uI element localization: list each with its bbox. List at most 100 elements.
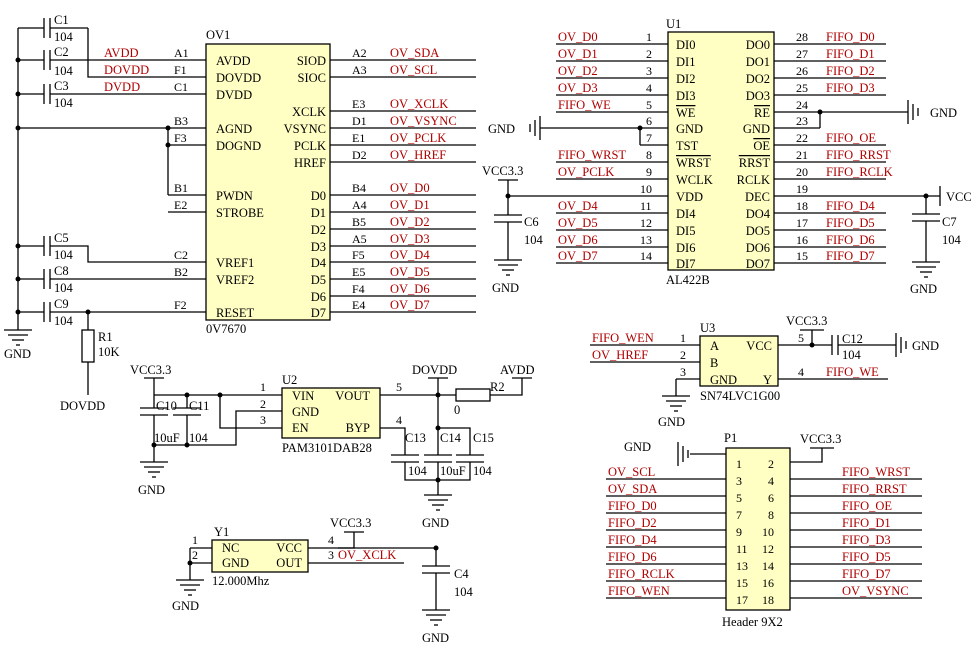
ov1-pin-num: A3 [352, 63, 367, 77]
u1-pin-name: RCLK [737, 173, 770, 187]
cap-value: 104 [54, 248, 74, 262]
gnd-label: GND [912, 339, 939, 353]
net-label: OV_D3 [558, 81, 598, 95]
u1-pin-name: DO3 [746, 89, 770, 103]
net-label: OV_D5 [390, 265, 430, 279]
u1-pin-num: 11 [640, 199, 652, 213]
cap-ref: C2 [54, 45, 69, 59]
u2-pin-num: 1 [260, 380, 266, 394]
y1-symbol: Y1 12.000Mhz NC GND VCC OUT 1 2 4 3 GND … [172, 516, 474, 645]
net-label: OV_HREF [592, 348, 648, 362]
u2-pin-num: 5 [396, 380, 402, 394]
u1-pin-name: RE [754, 106, 770, 120]
header-pin-num: 16 [762, 576, 774, 590]
u2-value: PAM3101DAB28 [282, 441, 372, 455]
u1-pin-name: DI2 [676, 72, 695, 86]
header-pin-num: 9 [736, 525, 742, 539]
cap-value: 104 [54, 30, 74, 44]
ov1-pin-num: F1 [174, 63, 187, 77]
net-label: FIFO_D2 [826, 64, 875, 78]
net-label: FIFO_OE [842, 499, 892, 513]
ov1-pin-num: D1 [352, 114, 367, 128]
y1-pin-name: GND [222, 556, 249, 570]
net-label: OV_D3 [390, 232, 430, 246]
gnd-label: GND [910, 282, 937, 296]
net-label: FIFO_D0 [608, 499, 657, 513]
net-label: FIFO_D3 [842, 533, 891, 547]
vcc-label: VCC3.3 [482, 164, 523, 178]
net-label: FIFO_D1 [842, 516, 891, 530]
u1-pin-name: DO4 [746, 207, 771, 221]
ov1-pin-name: STROBE [216, 206, 264, 220]
ov1-pin-num: B1 [174, 181, 188, 195]
net-label: OV_HREF [390, 148, 446, 162]
net-label: FIFO_D2 [608, 516, 657, 530]
u3-body [699, 335, 779, 387]
y1-pin-name: NC [222, 541, 239, 555]
net-label: FIFO_RRST [842, 482, 907, 496]
net-label: OV_D4 [390, 248, 430, 262]
ov1-pin-num: A5 [352, 232, 367, 246]
net-label: FIFO_RCLK [608, 567, 675, 581]
net-label: OV_D6 [390, 282, 430, 296]
ov1-pin-num: A1 [174, 46, 189, 60]
cap-value: 104 [408, 464, 428, 478]
u3-ref: U3 [700, 321, 715, 335]
u1-pin-name: DO6 [746, 241, 770, 255]
left-decoupling-caps: C1 104 C2 104 C3 104 C5 104 C8 104 C9 10… [4, 13, 168, 413]
u1-pin-name: GND [743, 122, 770, 136]
ov1-pin-num: B4 [352, 181, 366, 195]
u1-pin-name: DO0 [746, 38, 770, 52]
cap-value: 104 [524, 233, 544, 247]
cap-value: 104 [942, 233, 962, 247]
u1-pin-name: WCLK [676, 173, 713, 187]
header-pin-num: 1 [736, 457, 742, 471]
u3-pin-num: 3 [680, 365, 686, 379]
vcc-label: VCC3.3 [786, 314, 827, 328]
net-label: OV_D2 [558, 64, 598, 78]
net-label: OV_PCLK [390, 131, 446, 145]
cap-ref: C13 [405, 431, 426, 445]
r2-body [455, 388, 491, 402]
ov1-pin-num: F4 [352, 282, 365, 296]
ov1-pin-name: D7 [311, 306, 326, 320]
ov1-pin-name: VREF2 [216, 273, 254, 287]
net-label: FIFO_OE [826, 131, 876, 145]
net-label: FIFO_D7 [842, 567, 891, 581]
header-body [725, 447, 791, 611]
u1-pin-num: 21 [796, 148, 808, 162]
dovdd-label: DOVDD [412, 363, 457, 377]
net-label: AVDD [104, 46, 139, 60]
u1-pin-num: 4 [646, 81, 652, 95]
gnd-label: GND [658, 415, 685, 429]
al422b-right-pins [774, 43, 940, 264]
cap-ref: C4 [454, 567, 469, 581]
cap-value: 104 [54, 64, 74, 78]
net-label: FIFO_D6 [826, 233, 875, 247]
ov7670-value: 0V7670 [206, 322, 246, 336]
net-label: OV_D0 [390, 181, 430, 195]
ov1-pin-name: XCLK [292, 105, 326, 119]
u1-pin-num: 18 [796, 199, 808, 213]
u3-pin-name: B [710, 356, 718, 370]
u1-pin-num: 23 [796, 114, 808, 128]
ov1-pin-num: E5 [352, 265, 365, 279]
net-label: FIFO_WRST [842, 465, 910, 479]
cap-value: 10uF [154, 431, 180, 445]
u2-pin-num: 3 [260, 413, 266, 427]
u1-pin-name: DI0 [676, 38, 695, 52]
gnd-label: GND [492, 281, 519, 295]
u1-pin-num: 26 [796, 64, 808, 78]
gnd-label: GND [488, 122, 515, 136]
header-p1-symbol: P1 Header 9X2 GND VCC3.3 1 3 5 7 9 11 13… [606, 431, 922, 629]
net-label: OV_D5 [558, 216, 598, 230]
net-label: FIFO_D1 [826, 47, 875, 61]
u1-pin-name: DO1 [746, 55, 770, 69]
ov1-pin-num: D2 [352, 148, 367, 162]
net-label: DOVDD [104, 63, 149, 77]
net-label: OV_VSYNC [390, 114, 457, 128]
cap-ref: C14 [440, 431, 462, 445]
u1-pin-num: 3 [646, 64, 652, 78]
ov1-pin-name: D0 [311, 189, 326, 203]
